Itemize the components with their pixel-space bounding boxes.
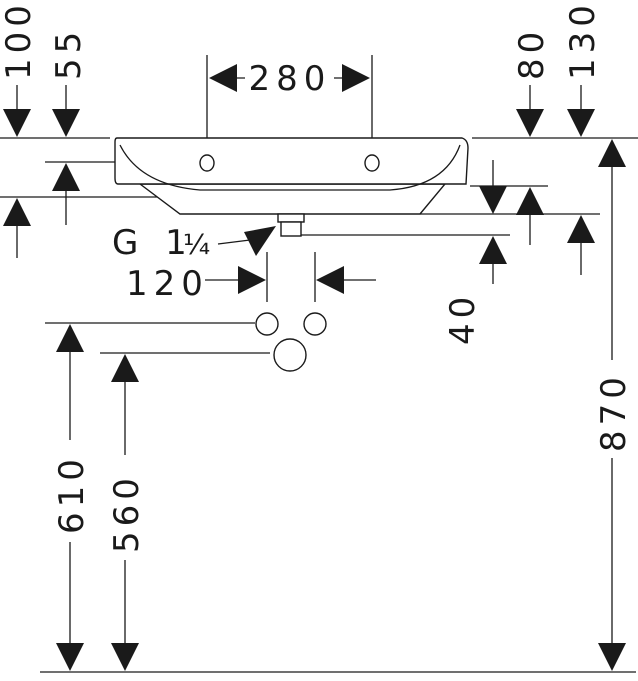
waste-circle	[273, 338, 307, 372]
dimension-130: 130	[563, 0, 603, 275]
label-80: 80	[512, 27, 552, 80]
waste-outlet-top	[277, 213, 305, 223]
label-120: 120	[126, 264, 209, 304]
supply-connections	[255, 312, 327, 372]
label-100: 100	[0, 0, 39, 80]
label-thread: G 1	[112, 223, 195, 263]
dimension-280: 280	[209, 59, 370, 99]
label-280: 280	[249, 59, 332, 99]
waste-outlet	[280, 221, 302, 237]
label-thread-fraction: ¼	[183, 228, 210, 261]
tap-hole-left	[199, 154, 215, 172]
dimension-870: 870	[594, 139, 634, 671]
dimension-40: 40	[443, 160, 507, 345]
label-40: 40	[443, 292, 483, 345]
label-870: 870	[594, 372, 634, 452]
washbasin-outline	[114, 137, 469, 237]
supply-right-circle	[303, 312, 327, 336]
dimension-100: 100	[0, 0, 39, 258]
label-55: 55	[49, 27, 89, 80]
dimension-55: 55	[49, 27, 89, 225]
tap-hole-right	[364, 154, 380, 172]
dimension-560: 560	[107, 354, 147, 671]
dimension-120: 120	[126, 264, 376, 304]
dimension-610: 610	[52, 324, 92, 671]
label-560: 560	[107, 473, 147, 553]
extension-lines	[0, 55, 638, 673]
thread-callout: G 1 ¼	[112, 223, 276, 263]
dimension-80: 80	[512, 27, 552, 245]
label-130: 130	[563, 0, 603, 80]
supply-left-circle	[255, 312, 279, 336]
label-610: 610	[52, 454, 92, 534]
